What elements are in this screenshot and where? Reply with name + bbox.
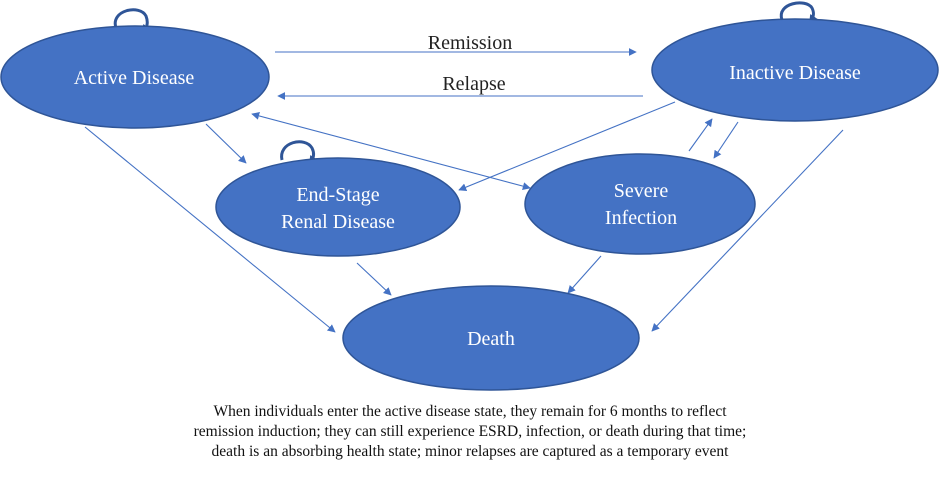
node-inactive-disease-label: Inactive Disease: [729, 62, 861, 84]
node-active-disease: Active Disease: [0, 25, 270, 129]
edge-label-relapse: Relapse: [442, 73, 505, 95]
caption-line-1: When individuals enter the active diseas…: [213, 403, 727, 420]
node-death: Death: [342, 285, 640, 391]
node-active-disease-label: Active Disease: [74, 67, 195, 89]
node-esrd-label-line1: End-Stage: [296, 184, 379, 206]
edge-inactive-to-death: [651, 129, 844, 332]
edge-active-infection: [251, 111, 531, 191]
node-severe-infection: Severe Infection: [524, 153, 756, 255]
caption-line-3: death is an absorbing health state; mino…: [211, 443, 729, 460]
edge-inactive-to-infection: [713, 121, 739, 159]
node-death-label: Death: [467, 328, 515, 350]
edge-infection-to-death: [567, 255, 602, 294]
node-infection-label-line1: Severe: [614, 180, 669, 202]
node-infection-label-line2: Infection: [605, 207, 677, 229]
self-loop-inactive: [779, 1, 818, 24]
edge-infection-to-inactive: [688, 118, 713, 152]
edge-esrd-to-death: [356, 262, 392, 296]
edge-active-to-death: [84, 126, 336, 333]
caption-line-2: remission induction; they can still expe…: [193, 423, 747, 440]
edge-active-to-esrd: [205, 123, 247, 164]
diagram-caption: When individuals enter the active diseas…: [150, 402, 790, 462]
node-end-stage-renal-disease: End-Stage Renal Disease: [215, 157, 461, 257]
node-esrd-label-line2: Renal Disease: [281, 211, 395, 233]
node-inactive-disease: Inactive Disease: [651, 18, 939, 122]
edge-label-remission: Remission: [428, 32, 512, 54]
edge-inactive-to-esrd: [458, 101, 676, 191]
